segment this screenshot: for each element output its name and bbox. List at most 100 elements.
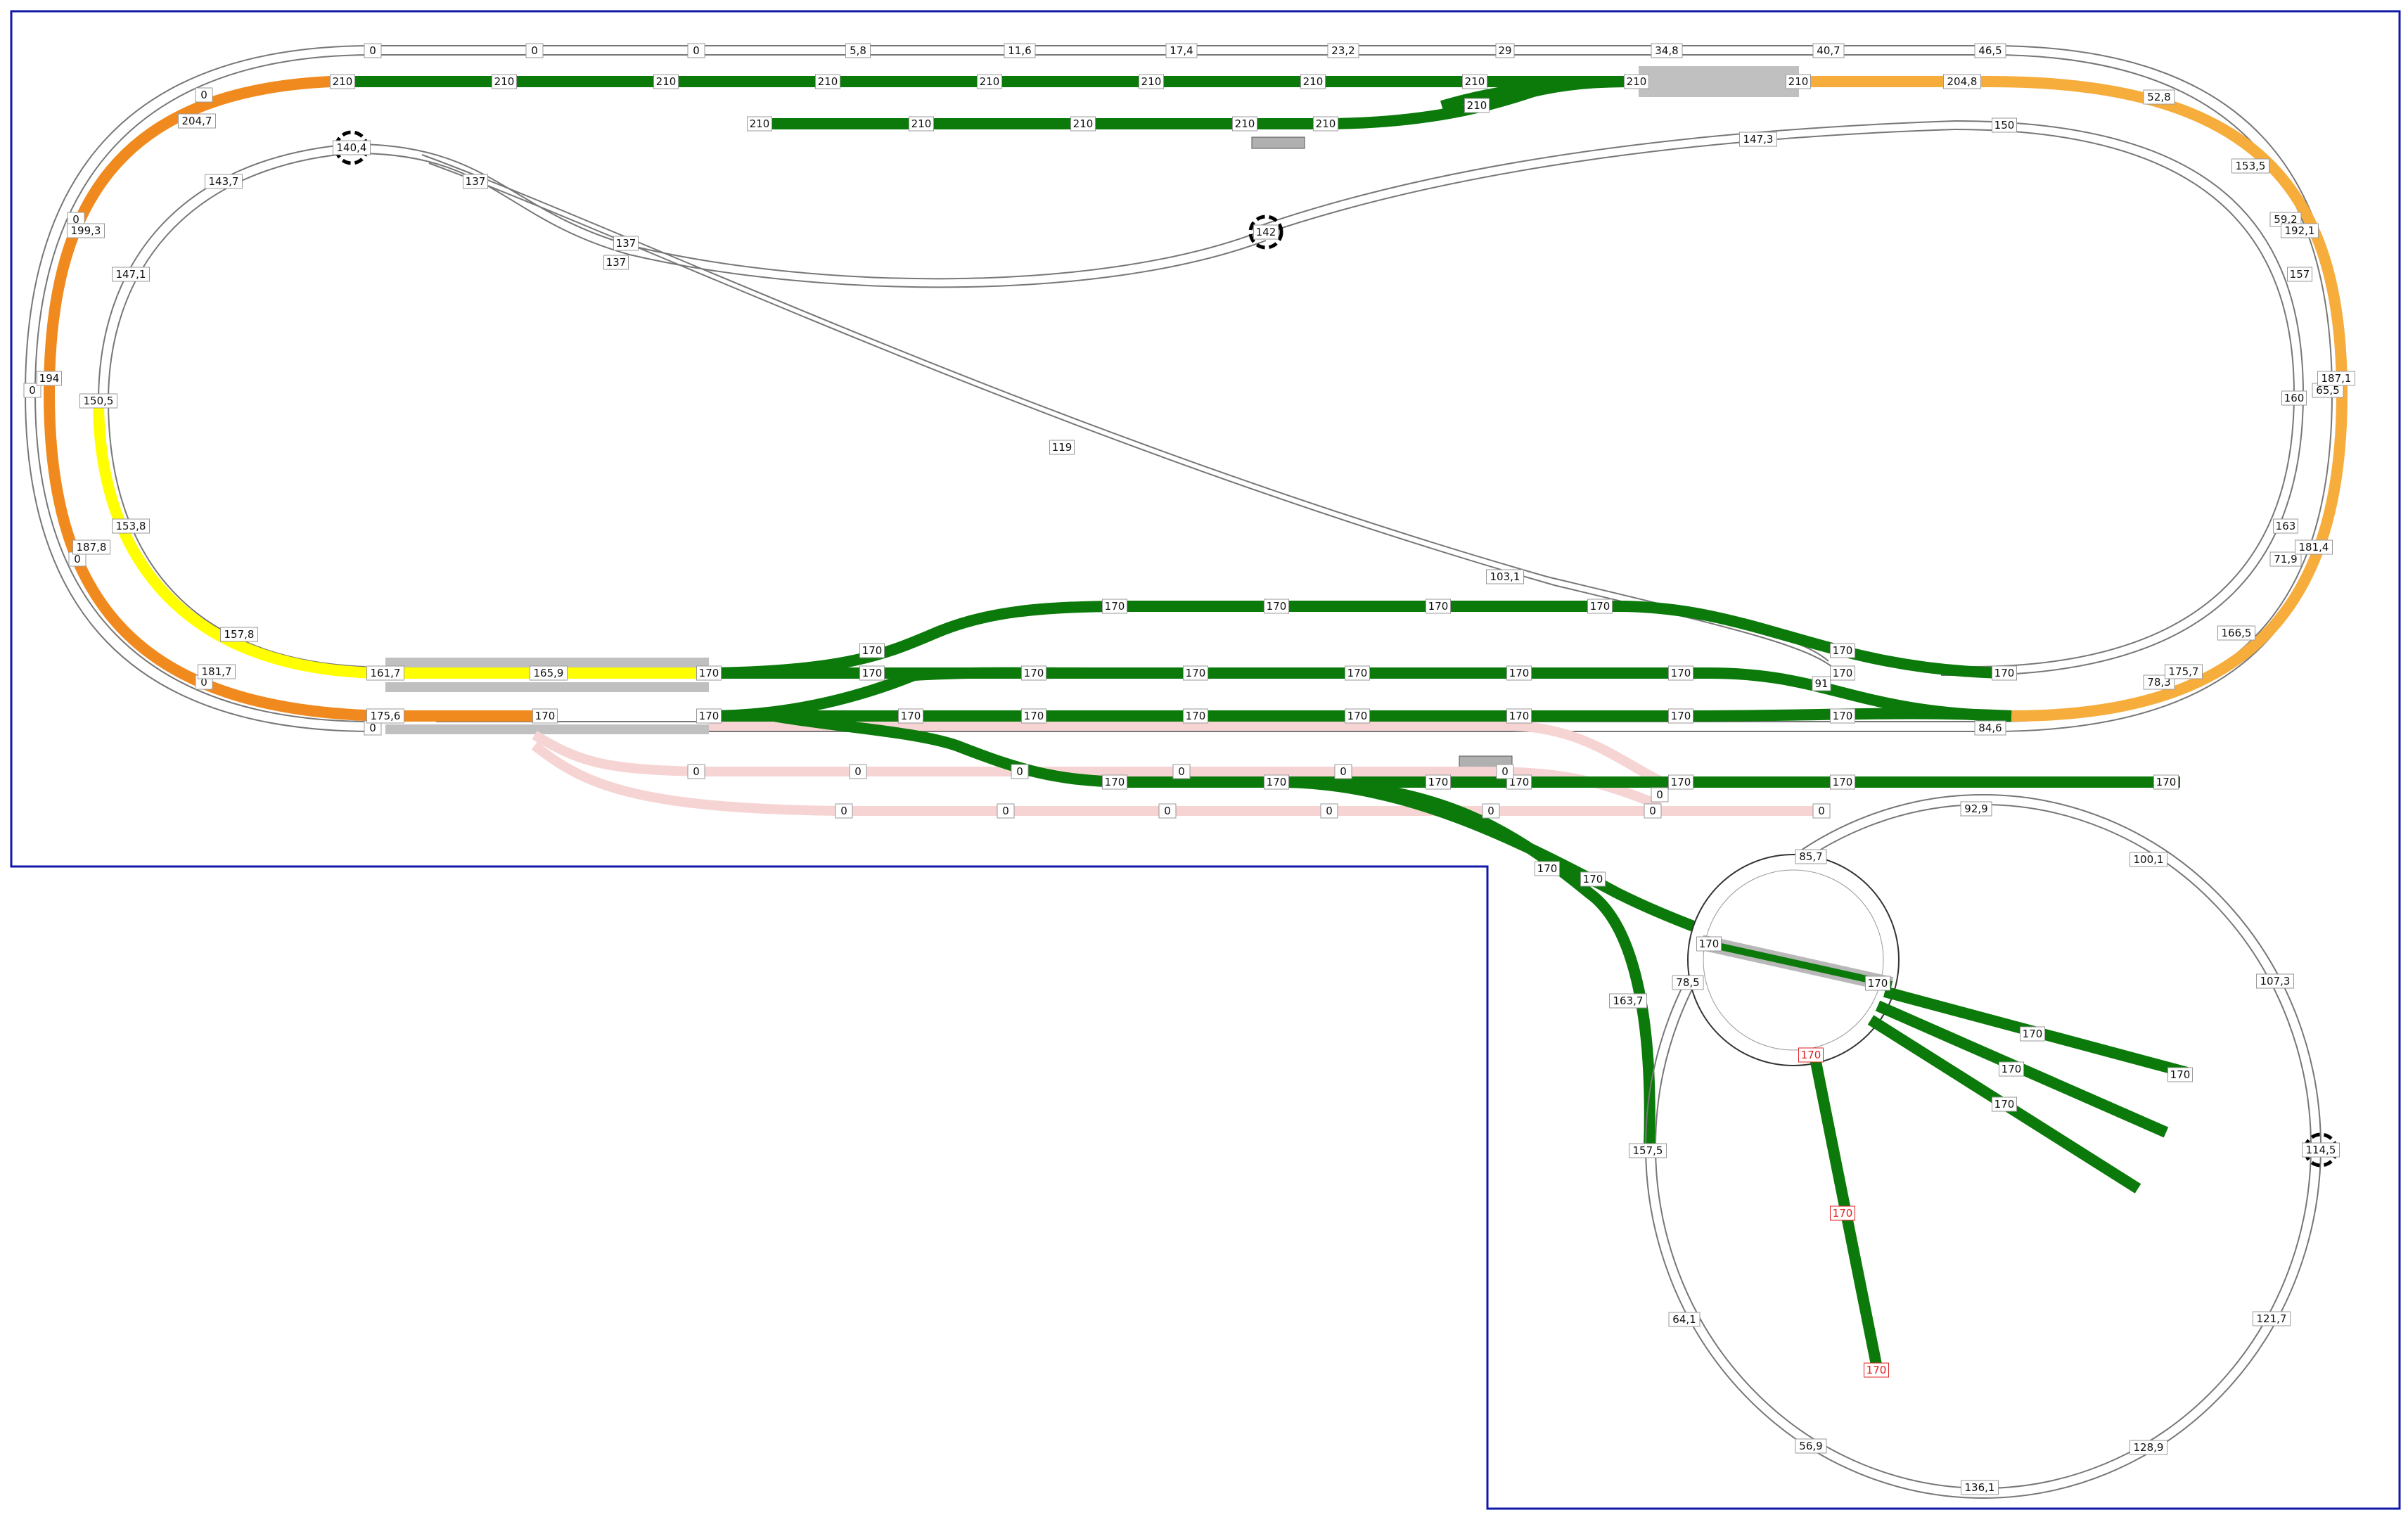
label-yard-row2-text: 170	[1347, 667, 1368, 679]
label-loop-inner-text: 153,5	[2236, 160, 2266, 172]
label-helix: 107,3	[2256, 973, 2294, 989]
label-top-main-text: 210	[1465, 75, 1485, 88]
label-turntable-red-text: 170	[1833, 1207, 1853, 1220]
label-pink-row1-text: 0	[1178, 765, 1185, 778]
label-loop-inner: 160	[2281, 390, 2307, 406]
label-pink-row1-text: 0	[1340, 765, 1347, 778]
left-inner-yellow	[93, 400, 707, 679]
label-right-outer-text: 84,6	[1978, 722, 2002, 734]
label-left-inner: 143,7	[205, 174, 243, 189]
platform-left-b	[385, 682, 709, 692]
label-spur-text: 163,7	[1613, 995, 1644, 1007]
label-yard-row1: 170	[1830, 643, 1855, 658]
label-siding-top: 210	[747, 116, 772, 132]
label-loop-inner: 163	[2273, 518, 2298, 534]
label-left-inner-text: 147,1	[116, 268, 146, 281]
label-pink-row2-text: 0	[1649, 805, 1656, 817]
label-helix-text: 107,3	[2260, 975, 2291, 987]
label-helix-text: 100,1	[2134, 853, 2164, 866]
label-turntable-track: 170	[1865, 976, 1890, 991]
label-right-outer-text: 52,8	[2147, 91, 2170, 103]
label-yard-row3-text: 170	[1347, 710, 1368, 722]
label-left-orange-text: 187,8	[77, 541, 107, 554]
label-right-outer: 84,6	[1974, 720, 2006, 736]
label-turntable-track-text: 170	[1699, 938, 1719, 950]
label-left-orange: 187,8	[72, 539, 110, 555]
label-siding-top: 210	[1232, 116, 1257, 132]
label-top-outer-text: 34,8	[1655, 44, 1678, 57]
label-left-orange: 199,3	[67, 223, 105, 238]
label-pink-row1-text: 0	[854, 765, 862, 778]
label-yard-row2-text: 170	[1186, 667, 1206, 679]
label-loop-inner-text: 166,5	[2222, 627, 2252, 639]
label-spur-text: 170	[1537, 862, 1558, 875]
label-right-outer-text: 65,5	[2316, 384, 2339, 397]
label-helix-text: 114,5	[2306, 1144, 2336, 1156]
label-top-outer-text: 11,6	[1008, 44, 1031, 57]
reversing-markers	[334, 130, 2338, 1168]
label-turntable-red-text: 170	[1866, 1364, 1887, 1376]
label-left-orange: 181,7	[198, 664, 236, 679]
label-yard-row4: 170	[2153, 774, 2179, 790]
label-turntable-track: 170	[1999, 1061, 2024, 1077]
label-yard-row3: 170	[532, 708, 558, 724]
label-pink-row1: 0	[687, 764, 705, 779]
label-left-inner: 150,5	[79, 393, 117, 409]
label-pink-row1: 0	[1011, 764, 1029, 779]
label-yard-row1: 170	[859, 643, 885, 658]
label-right-orange-text: 187,1	[2321, 372, 2352, 385]
label-yard-row3: 170	[1506, 708, 1532, 724]
label-turntable-track-text: 170	[1994, 1098, 2015, 1111]
label-pink-row2: 0	[1644, 803, 1662, 819]
label-yard-row2: 170	[1830, 665, 1855, 681]
label-top-outer: 46,5	[1974, 43, 2006, 58]
label-yard-row4-text: 170	[1671, 776, 1691, 788]
label-pink-row1: 0	[1651, 787, 1669, 802]
label-diagonal: 91	[1812, 676, 1831, 691]
label-yard-row2: 170	[859, 665, 885, 681]
label-right-orange: 175,7	[2165, 664, 2203, 679]
label-yard-row4-text: 170	[1833, 776, 1853, 788]
label-top-outer-text: 23,2	[1331, 44, 1354, 57]
label-siding-top-text: 210	[911, 117, 932, 130]
label-yard-row1-text: 170	[1105, 600, 1125, 613]
label-yard-row3-text: 170	[1024, 710, 1044, 722]
label-helix: 78,5	[1672, 975, 1704, 990]
label-left-outer-text: 0	[200, 89, 207, 101]
right-main-light-orange	[1800, 76, 2348, 722]
label-top-main-text: 210	[1788, 75, 1809, 88]
label-yard-row1: 170	[1587, 599, 1613, 614]
label-loop-inner: 147,3	[1739, 132, 1777, 147]
label-pink-row2-text: 0	[1818, 805, 1825, 817]
label-top-main: 210	[1300, 74, 1326, 89]
label-right-outer-text: 59,2	[2274, 213, 2297, 226]
label-left-outer: 0	[195, 87, 213, 103]
label-top-main-text: 210	[656, 75, 677, 88]
label-pink-row2-text: 0	[1487, 805, 1494, 817]
label-yard-row3: 170	[1021, 708, 1046, 724]
baseboard-outline	[10, 10, 2401, 1510]
label-yard-row4: 170	[1102, 774, 1127, 790]
label-siding-top: 210	[909, 116, 934, 132]
label-yard-row2: 170	[696, 665, 722, 681]
label-top-outer: 34,8	[1651, 43, 1683, 58]
label-left-inner-text: 150,5	[84, 395, 114, 407]
label-yard-row1: 170	[1992, 665, 2017, 681]
label-loop-inner-text: 147,3	[1743, 133, 1774, 146]
platform-left-a	[385, 658, 709, 667]
label-top-main: 210	[1139, 74, 1164, 89]
label-siding-top-text: 210	[1073, 117, 1094, 130]
label-yard-row2-text: 170	[1671, 667, 1691, 679]
label-right-orange: 181,4	[2295, 539, 2333, 555]
label-right-orange-text: 192,1	[2285, 224, 2315, 237]
label-yard-row4: 170	[1830, 774, 1855, 790]
label-left-inner-text: 143,7	[209, 175, 239, 188]
label-top-main-end-text: 204,8	[1947, 75, 1978, 88]
label-turntable-track: 170	[2167, 1067, 2193, 1082]
label-yard-row3-text: 170	[901, 710, 921, 722]
label-top-main: 210	[1786, 74, 1811, 89]
label-turntable-track: 170	[1696, 936, 1722, 952]
label-pink-row1: 0	[1334, 764, 1352, 779]
label-yard-row4-text: 170	[1105, 776, 1125, 788]
label-top-outer: 5,8	[845, 43, 871, 58]
